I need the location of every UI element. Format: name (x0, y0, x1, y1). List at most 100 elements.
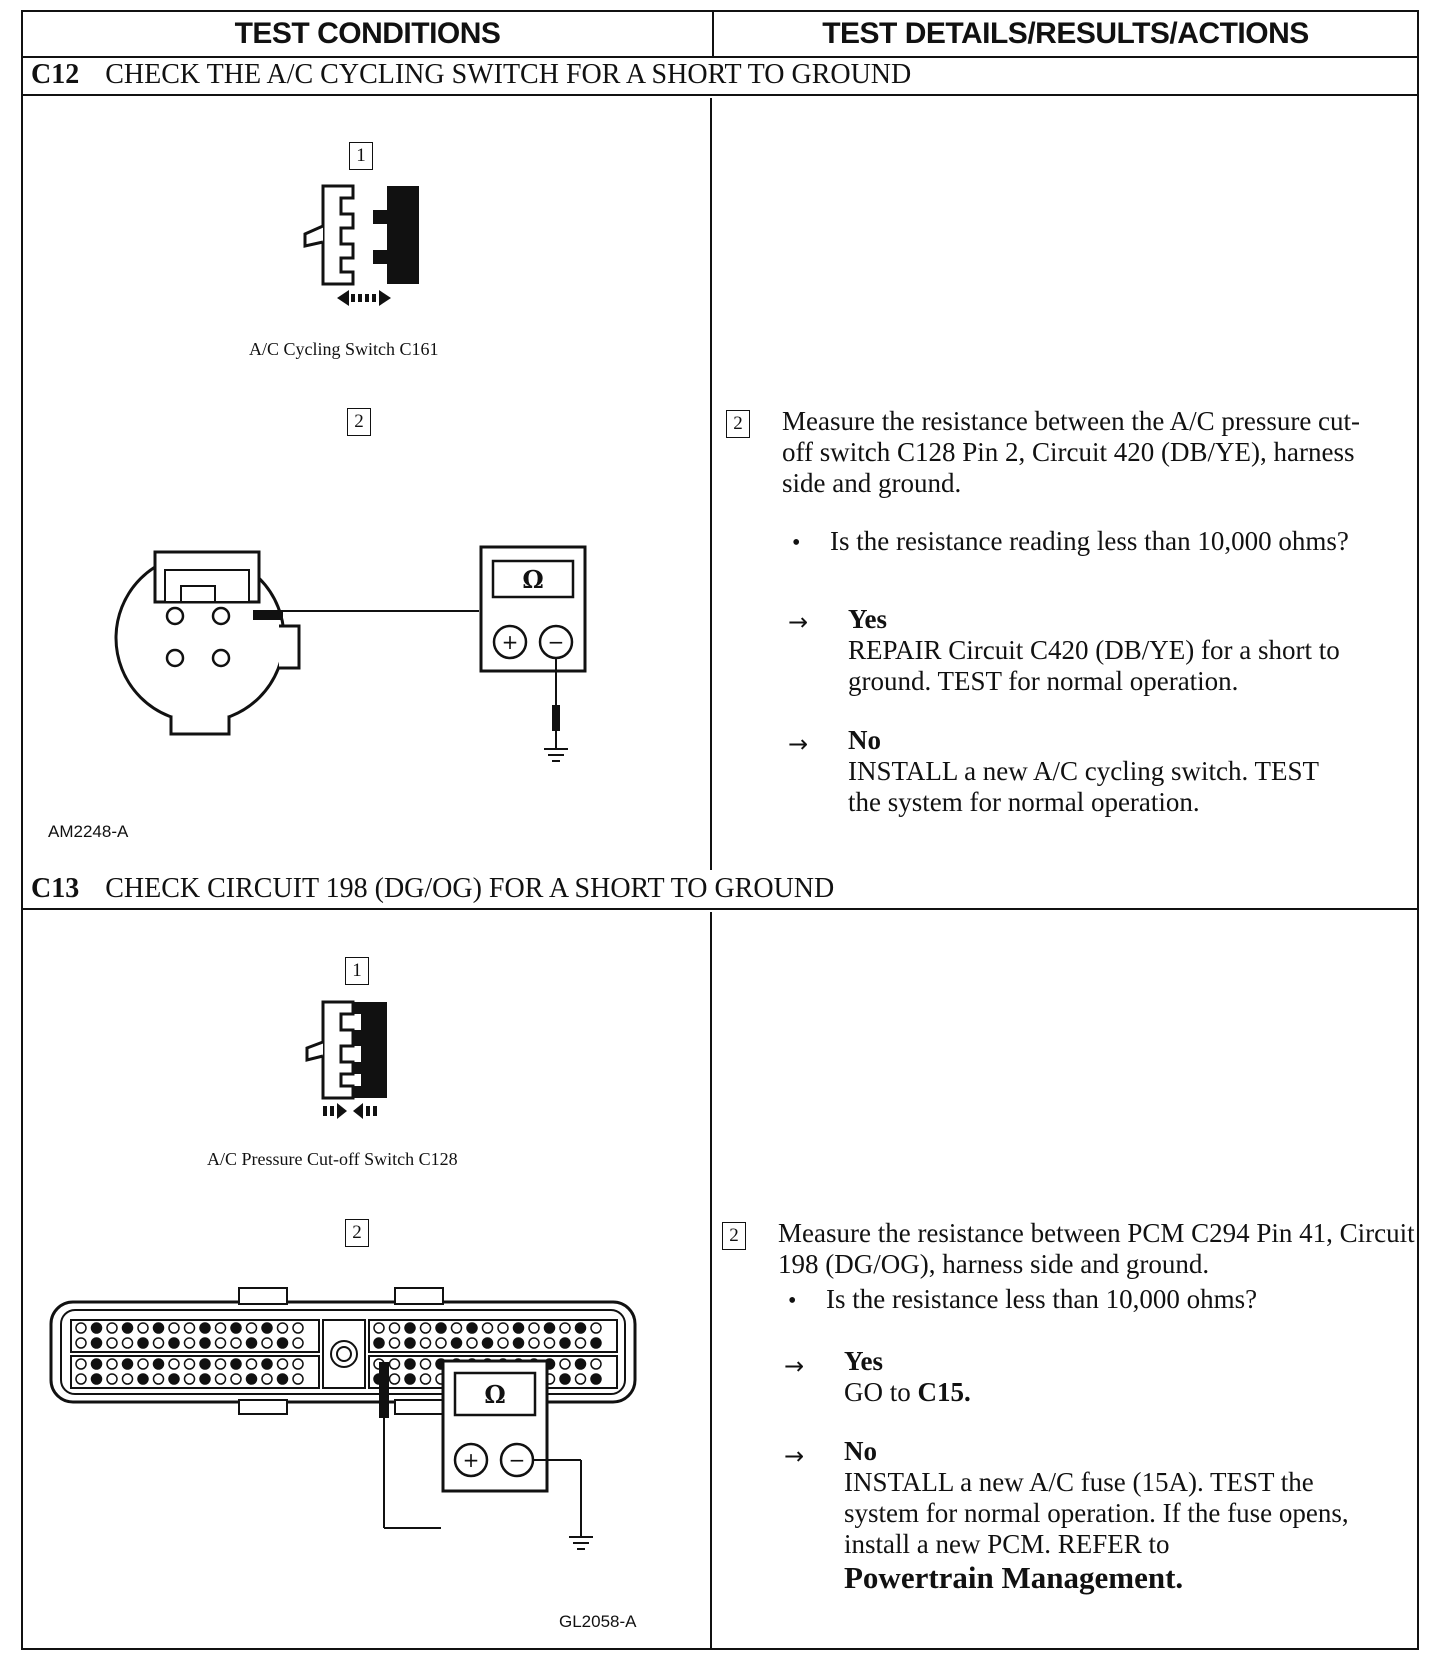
connector-pin (75, 1322, 87, 1334)
connector-pin (183, 1322, 196, 1334)
diagram-caption: A/C Pressure Cut-off Switch C128 (207, 1149, 458, 1169)
yes-label: Yes (848, 604, 887, 634)
go-to-reference: C15. (917, 1377, 971, 1407)
no-label: No (844, 1436, 877, 1466)
yes-label: Yes (844, 1346, 883, 1376)
connector-pin (292, 1358, 304, 1370)
connector-disconnect-icon (305, 1000, 387, 1119)
connector-pin (404, 1337, 416, 1349)
figure-id: AM2248-A (48, 822, 129, 841)
connector-pin (419, 1358, 432, 1370)
connector-pin (183, 1373, 196, 1385)
section-code: C13 (31, 873, 80, 904)
connector-pin (404, 1373, 416, 1385)
arrow-right-icon: → (784, 1352, 805, 1380)
connector-pin (388, 1358, 401, 1370)
connector-pin (90, 1337, 103, 1349)
connector-pin (292, 1373, 304, 1385)
arrow-right-icon: → (784, 1442, 805, 1470)
connector-pin (276, 1337, 289, 1349)
connector-pin (590, 1322, 602, 1334)
connector-pin (245, 1337, 258, 1349)
connector-pin (230, 1373, 242, 1385)
connector-pin (276, 1322, 289, 1334)
connector-pin (276, 1358, 289, 1370)
diagnostic-page: TEST CONDITIONS TEST DETAILS/RESULTS/ACT… (21, 10, 1419, 1650)
connector-pin (590, 1358, 602, 1370)
connector-pin (388, 1337, 401, 1349)
connector-pin (121, 1373, 134, 1385)
table-header: TEST CONDITIONS TEST DETAILS/RESULTS/ACT… (23, 12, 1417, 58)
probe-wire (383, 1418, 441, 1529)
connector-pin (388, 1322, 401, 1334)
probe-wire (283, 610, 479, 612)
question-text: Is the resistance reading less than 10,0… (830, 526, 1349, 556)
connector-pin (528, 1337, 540, 1349)
connector-pin (106, 1373, 118, 1385)
no-action: INSTALL a new A/C cycling switch. TEST t… (848, 756, 1319, 817)
step-number-box: 1 (345, 957, 369, 985)
instruction-text: Measure the resistance between the A/C p… (782, 406, 1361, 498)
section-code: C12 (31, 59, 80, 90)
connector-pin (214, 1373, 227, 1385)
connector-pin (450, 1322, 463, 1334)
step-number-box: 2 (726, 410, 750, 438)
minus-terminal: − (548, 630, 565, 654)
connector-pin (168, 1373, 180, 1385)
ohmmeter-icon: Ω + − (479, 545, 587, 762)
connector-pin (137, 1337, 149, 1349)
connector-pin (497, 1322, 509, 1334)
connector-pin (435, 1322, 447, 1334)
connector-pin (75, 1373, 87, 1385)
connector-pin (245, 1358, 258, 1370)
connector-pin (404, 1358, 416, 1370)
c13-test-details: 2 Measure the resistance between PCM C29… (712, 912, 1417, 1648)
connector-pin (199, 1337, 211, 1349)
plus-terminal: + (463, 1448, 480, 1472)
header-test-conditions: TEST CONDITIONS (23, 12, 714, 56)
ohmmeter-icon: Ω + − (441, 1359, 593, 1550)
connector-pin (90, 1373, 103, 1385)
connector-pin (121, 1322, 134, 1334)
manual-reference: Powertrain Management. (844, 1560, 1184, 1595)
connector-pin (199, 1322, 211, 1334)
c12-test-conditions: 1 A/C Cycling Switch C161 2 (23, 98, 712, 870)
ohm-symbol: Ω (522, 565, 543, 594)
connector-pin (152, 1337, 165, 1349)
step-number-box: 2 (347, 408, 371, 436)
connector-pin (245, 1373, 258, 1385)
yes-action: GO to C15. (844, 1377, 971, 1408)
connector-pin (292, 1337, 304, 1349)
no-label: No (848, 725, 881, 755)
connector-pin (574, 1322, 587, 1334)
connector-pin (137, 1373, 149, 1385)
connector-pin (106, 1358, 118, 1370)
yes-action-text: GO to (844, 1377, 918, 1407)
figure-id: GL2058-A (559, 1612, 637, 1631)
connector-pin (404, 1322, 416, 1334)
connector-pin (106, 1337, 118, 1349)
plus-terminal: + (502, 630, 519, 654)
connector-pin (168, 1337, 180, 1349)
connector-pin (419, 1322, 432, 1334)
connector-pin (373, 1322, 385, 1334)
step-number-box: 2 (345, 1219, 369, 1247)
diagram-caption: A/C Cycling Switch C161 (249, 339, 439, 359)
switch-connector-diagram (114, 550, 301, 736)
c13-test-conditions: 1 A/C Pressure Cut-off Switch C128 2 (23, 912, 712, 1648)
connector-pin (137, 1322, 149, 1334)
section-c13-body: 1 A/C Pressure Cut-off Switch C128 2 (23, 912, 1417, 1648)
connector-pin (183, 1337, 196, 1349)
connector-pin (450, 1337, 463, 1349)
connector-pin (528, 1322, 540, 1334)
connector-pin (512, 1322, 525, 1334)
section-c12-title: C12 CHECK THE A/C CYCLING SWITCH FOR A S… (23, 56, 1417, 96)
connector-pin (292, 1322, 304, 1334)
connector-pin (559, 1322, 571, 1334)
c12-test-details: 2 Measure the resistance between the A/C… (712, 98, 1417, 870)
connector-pin (199, 1373, 211, 1385)
connector-disconnect-icon (303, 184, 419, 306)
connector-pin (497, 1337, 509, 1349)
connector-pin (559, 1337, 571, 1349)
minus-terminal: − (509, 1448, 526, 1472)
